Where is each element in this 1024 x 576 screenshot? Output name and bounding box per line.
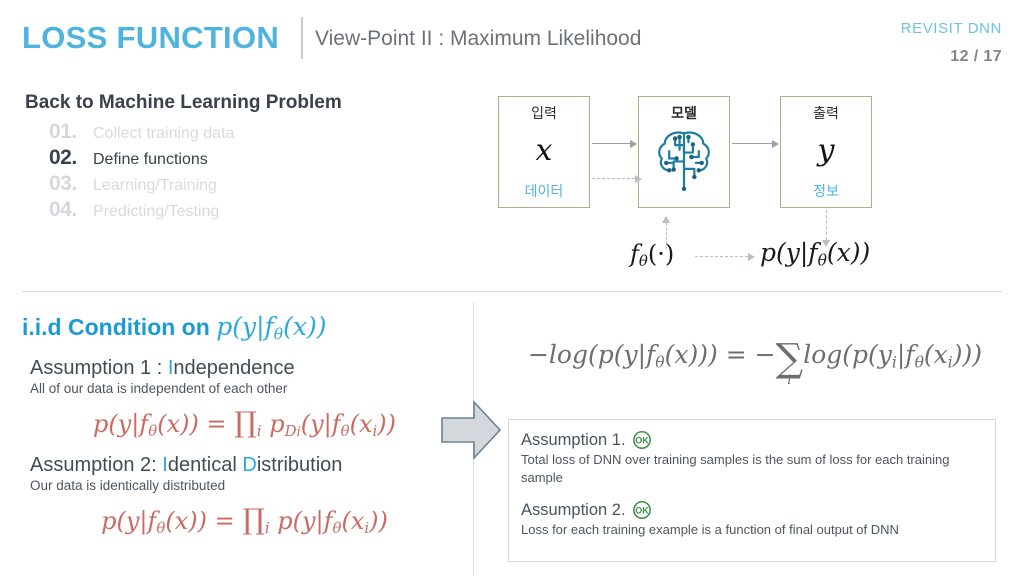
- assumption2-equation: p(y|fθ(x)) = ∏i p(y|fθ(xi)): [101, 503, 388, 538]
- step-label: Predicting/Testing: [93, 203, 220, 220]
- assumption-summary-title: Assumption 2.: [521, 500, 626, 519]
- summation-index: i: [787, 372, 792, 388]
- assumption2-desc: Our data is identically distributed: [30, 478, 226, 494]
- assumption-summary-desc: Total loss of DNN over training samples …: [521, 452, 950, 485]
- input-variable: x: [535, 133, 553, 168]
- model-box-label: 모델: [671, 105, 697, 121]
- assumption2-highlight-i: I: [162, 454, 168, 477]
- step-number: 03.: [49, 172, 77, 195]
- assumption2-highlight-d: D: [242, 454, 257, 477]
- assumption1-title: Assumption 1 : Independence: [30, 357, 295, 380]
- step-number: 04.: [49, 198, 77, 221]
- horizontal-divider: [22, 291, 1002, 292]
- step-label: Define functions: [93, 151, 208, 168]
- output-variable: y: [817, 133, 835, 168]
- assumption-summary-title: Assumption 1.: [521, 430, 626, 449]
- arrow-model-to-output: [732, 140, 779, 148]
- assumption1-highlight: I: [167, 357, 174, 380]
- assumption-summary-item-2: Assumption 2. OK Loss for each training …: [521, 500, 983, 539]
- list-item: 04. Predicting/Testing: [25, 198, 455, 222]
- input-box-sublabel: 데이터: [524, 183, 564, 199]
- page-subtitle: View-Point II : Maximum Likelihood: [315, 27, 642, 50]
- input-box-label: 입력: [531, 105, 557, 121]
- deck-name: REVISIT DNN: [900, 20, 1002, 37]
- dashed-arrow-output-to-p: [822, 210, 830, 247]
- list-item: 02. Define functions: [25, 146, 455, 170]
- f-theta-label: fθ(·): [630, 240, 675, 271]
- svg-text:OK: OK: [635, 506, 649, 516]
- ml-steps-list: 01. Collect training data 02. Define fun…: [25, 120, 455, 222]
- assumption2-title: Assumption 2: Identical Distribution: [30, 454, 343, 477]
- p-y-given-f-label: p(y|fθ(x)): [760, 238, 871, 270]
- diagram-box-input: 입력 x 데이터: [498, 96, 590, 208]
- ml-steps-block: Back to Machine Learning Problem 01. Col…: [25, 92, 455, 222]
- arrow-input-to-model: [592, 140, 637, 148]
- page-title: LOSS FUNCTION: [22, 20, 280, 55]
- output-box-sublabel: 정보: [813, 183, 839, 199]
- slide-header: LOSS FUNCTION View-Point II : Maximum Li…: [0, 0, 1024, 80]
- step-number: 01.: [49, 120, 77, 143]
- iid-heading: i.i.d Condition on p(y|fθ(x)): [22, 312, 327, 344]
- page-number: 12 / 17: [950, 48, 1002, 65]
- header-divider: [301, 17, 303, 59]
- assumptions-summary-box: Assumption 1. OK Total loss of DNN over …: [508, 419, 996, 562]
- assumption-summary-item-1: Assumption 1. OK Total loss of DNN over …: [521, 430, 983, 486]
- assumption1-equation: p(y|fθ(x)) = ∏i pDi(y|fθ(xi)): [93, 406, 396, 441]
- iid-heading-text: i.i.d Condition on: [22, 314, 217, 340]
- ml-steps-heading: Back to Machine Learning Problem: [25, 92, 342, 113]
- step-number: 02.: [49, 146, 77, 169]
- output-box-label: 출력: [813, 105, 839, 121]
- brain-circuit-icon: [638, 116, 730, 198]
- svg-text:OK: OK: [635, 436, 649, 446]
- step-label: Learning/Training: [93, 177, 217, 194]
- dashed-arrow-f-to-p: [695, 253, 755, 261]
- list-item: 03. Learning/Training: [25, 172, 455, 196]
- assumption1-desc: All of our data is independent of each o…: [30, 381, 288, 397]
- right-block-arrow-icon: [440, 398, 502, 462]
- dashed-arrow-input-to-model: [592, 175, 642, 183]
- ok-stamp-icon: OK: [631, 430, 653, 450]
- ok-stamp-icon: OK: [631, 500, 653, 520]
- pipeline-diagram: 입력 x 데이터 모델: [480, 88, 1020, 288]
- summation-symbol: ∑: [775, 335, 804, 381]
- dashed-arrow-f-to-model: [662, 216, 670, 249]
- step-label: Collect training data: [93, 125, 235, 142]
- diagram-box-output: 출력 y 정보: [780, 96, 872, 208]
- list-item: 01. Collect training data: [25, 120, 455, 144]
- assumption-summary-desc: Loss for each training example is a func…: [521, 522, 899, 538]
- iid-condition-block: i.i.d Condition on p(y|fθ(x)) Assumption…: [22, 312, 467, 538]
